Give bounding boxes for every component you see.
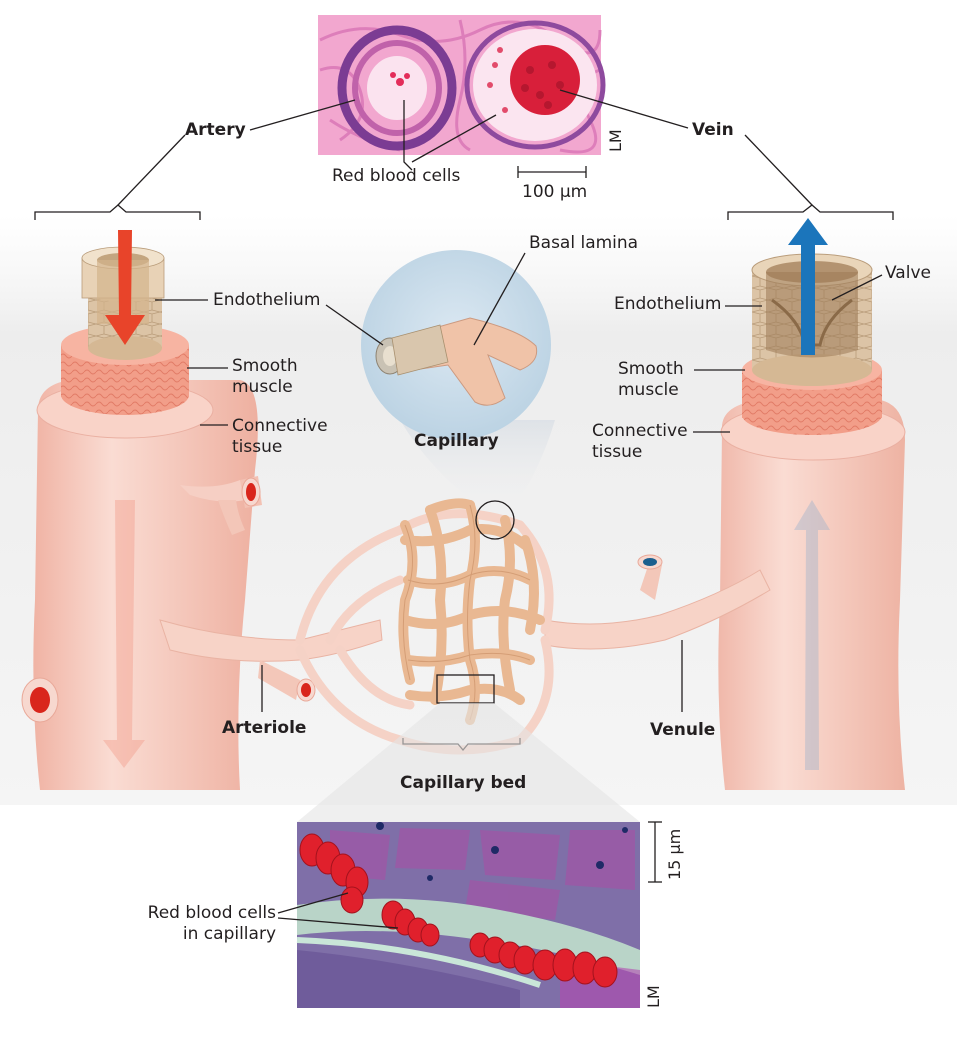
- top-micrograph: [318, 15, 606, 155]
- connective-right-label-2: tissue: [592, 442, 643, 462]
- label-leaders: [155, 252, 883, 929]
- endothelium-right-label: Endothelium: [614, 294, 722, 314]
- scale-bottom-label: 15 μm: [665, 828, 684, 880]
- smooth-muscle-left-label-1: Smooth: [232, 356, 298, 376]
- smooth-muscle-left-label-2: muscle: [232, 377, 293, 397]
- vein-label: Vein: [692, 120, 734, 140]
- capillary-bubble: [361, 250, 555, 505]
- valve-label: Valve: [885, 263, 931, 283]
- lm-bottom-label: LM: [644, 985, 663, 1008]
- smooth-muscle-right-label-1: Smooth: [618, 359, 684, 379]
- basal-lamina-label: Basal lamina: [529, 233, 639, 253]
- rbc-capillary-label-2: in capillary: [182, 924, 276, 944]
- bottom-micrograph: [296, 822, 640, 1008]
- rbc-capillary-label-1: Red blood cells: [147, 903, 276, 923]
- capillary-network: [159, 498, 771, 755]
- lm-top-label: LM: [606, 129, 625, 152]
- artery-illustration: [21, 230, 262, 790]
- red-blood-cells-label: Red blood cells: [332, 166, 461, 186]
- scale-top-label: 100 μm: [522, 182, 588, 202]
- capillary-bed-label: Capillary bed: [400, 773, 527, 793]
- arteriole-label: Arteriole: [222, 718, 307, 738]
- capillary-label: Capillary: [414, 431, 499, 451]
- artery-label: Artery: [185, 120, 246, 140]
- top-leaders: [34, 89, 894, 220]
- smooth-muscle-right-label-2: muscle: [618, 380, 679, 400]
- zoom-cone: [297, 703, 640, 822]
- venule-label: Venule: [650, 720, 716, 740]
- vein-illustration: [718, 218, 906, 790]
- connective-right-label-1: Connective: [592, 421, 688, 441]
- endothelium-left-label: Endothelium: [213, 290, 321, 310]
- connective-left-label-2: tissue: [232, 437, 283, 457]
- connective-left-label-1: Connective: [232, 416, 328, 436]
